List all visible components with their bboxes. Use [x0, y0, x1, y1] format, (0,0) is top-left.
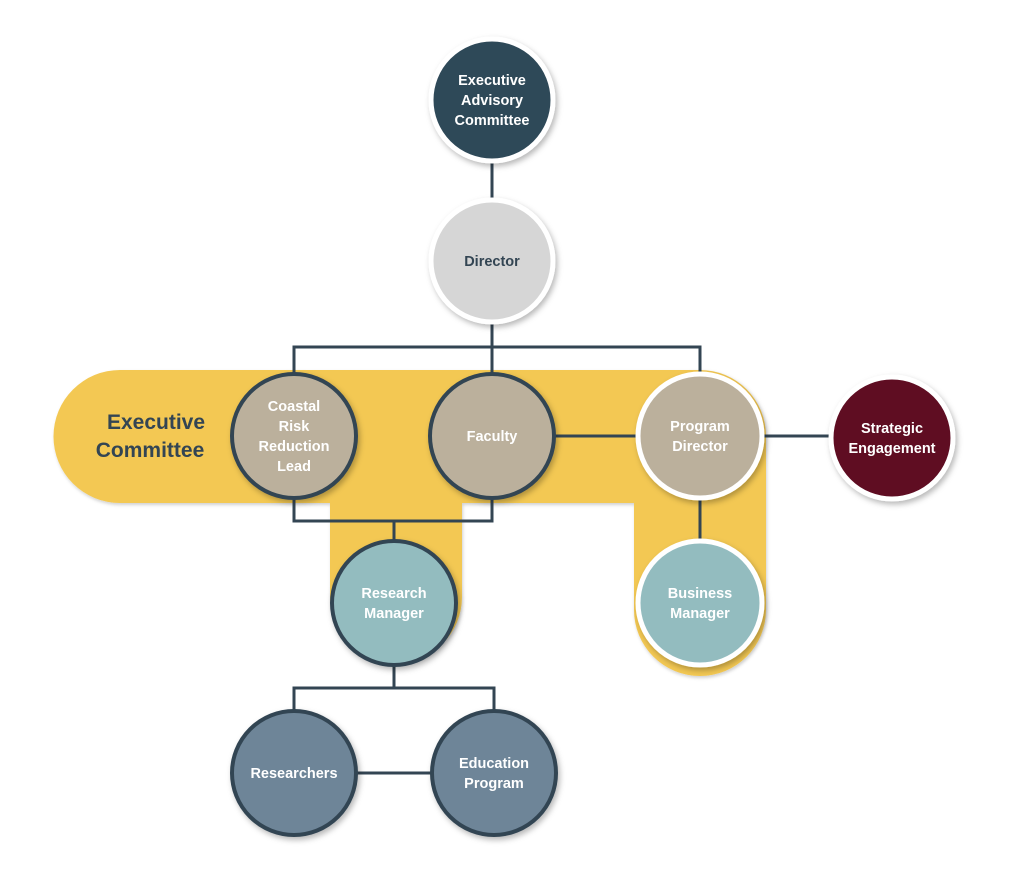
coastal-risk-reduction-lead-label-line2: Risk [279, 419, 311, 435]
node-business-manager [635, 538, 765, 668]
node-circle [635, 538, 765, 668]
research-manager-label-line1: Research [361, 586, 426, 602]
coastal-risk-reduction-lead-label-line1: Coastal [268, 399, 320, 415]
node-strategic-engagement [828, 374, 956, 502]
program-director-label-line1: Program [670, 419, 730, 435]
strategic-engagement-label-line2: Engagement [848, 441, 935, 457]
faculty-label-line1: Faculty [467, 429, 518, 445]
executive-advisory-committee-label-line3: Committee [455, 113, 530, 129]
researchers-label-line1: Researchers [250, 766, 337, 782]
research-manager-label-line2: Manager [364, 606, 424, 622]
node-faculty [428, 372, 556, 500]
business-manager-label-line2: Manager [670, 606, 730, 622]
education-program-label-line1: Education [459, 756, 529, 772]
node-circle [428, 372, 556, 500]
node-circle [330, 539, 458, 667]
education-program-label-line2: Program [464, 776, 524, 792]
node-circle [230, 372, 358, 500]
node-director [428, 197, 556, 325]
executive-committee-label-line1: Executive [107, 411, 205, 434]
node-research-manager [330, 539, 458, 667]
executive-advisory-committee-label-line2: Advisory [461, 93, 523, 109]
node-circle [230, 709, 358, 837]
coastal-risk-reduction-lead-label-line4: Lead [277, 459, 311, 475]
connector-lines [292, 158, 832, 775]
coastal-risk-reduction-lead-label-line3: Reduction [259, 439, 330, 455]
node-circle [828, 374, 956, 502]
business-manager-label-line1: Business [668, 586, 732, 602]
connector-director-branch [292, 345, 702, 374]
node-coastal-risk-reduction-lead [230, 372, 358, 500]
program-director-label-line2: Director [672, 439, 728, 455]
node-education-program [430, 709, 558, 837]
node-program-director [635, 371, 765, 501]
executive-committee-label-line2: Committee [96, 439, 205, 462]
node-circle [635, 371, 765, 501]
node-executive-advisory-committee [428, 36, 556, 164]
node-circle [430, 709, 558, 837]
node-researchers [230, 709, 358, 837]
director-label-line1: Director [464, 254, 520, 270]
executive-advisory-committee-label-line1: Executive [458, 73, 526, 89]
node-labels: ExecutiveAdvisoryCommitteeDirectorCoasta… [250, 73, 935, 792]
node-circle [428, 197, 556, 325]
connector-research-branch [292, 686, 496, 714]
node-circle [428, 36, 556, 164]
strategic-engagement-label-line1: Strategic [861, 421, 923, 437]
